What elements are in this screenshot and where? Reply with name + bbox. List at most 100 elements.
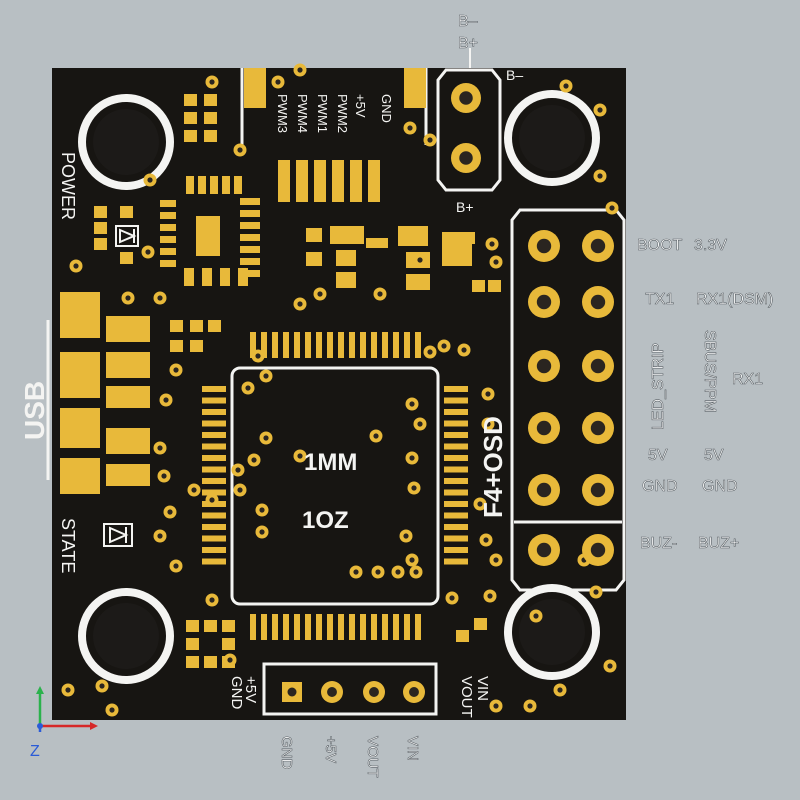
via-icon (417, 421, 423, 427)
smd-pad (208, 320, 221, 332)
smd-pad (330, 226, 364, 244)
via-icon (597, 173, 603, 179)
via-icon (237, 147, 243, 153)
through-hole-pins (282, 83, 614, 703)
via-icon (245, 385, 251, 391)
mount-hole-icon (78, 588, 174, 684)
smd-pad (60, 292, 100, 338)
smd-pad (294, 614, 300, 640)
smd-pad (202, 466, 226, 473)
smd-pad (278, 160, 290, 202)
via-icon (157, 295, 163, 301)
pwm-header-label: PWM1 (315, 94, 330, 133)
smd-pad (106, 464, 150, 486)
via-icon (157, 445, 163, 451)
bottom-header-label: VIN (404, 736, 421, 761)
smd-pad (186, 620, 199, 632)
smd-pad (244, 68, 266, 108)
via-icon (259, 529, 265, 535)
via-icon (209, 497, 215, 503)
smd-pad (444, 466, 468, 473)
via-icon (255, 353, 261, 359)
via-icon (375, 569, 381, 575)
smd-pad (338, 614, 344, 640)
smd-pad (202, 524, 226, 530)
via-icon (489, 241, 495, 247)
smd-pad (398, 226, 428, 246)
via-icon (173, 563, 179, 569)
silk-mcu-line1: 1MM (304, 449, 357, 476)
smd-pad (360, 614, 366, 640)
through-hole-pin (459, 91, 473, 105)
smd-pad (316, 332, 322, 358)
through-hole-pin (590, 542, 606, 558)
via-icon (493, 703, 499, 709)
via-icon (427, 349, 433, 355)
via-icon (533, 613, 539, 619)
via-icon (493, 557, 499, 563)
mount-hole-icon (93, 109, 159, 175)
smd-pad (444, 420, 468, 427)
smd-pad (444, 547, 468, 553)
battery-positive-label: B+ (458, 35, 478, 52)
through-hole-pin (536, 542, 552, 558)
smd-pad (190, 320, 203, 332)
right-header-outline (510, 208, 626, 592)
via-icon (449, 595, 455, 601)
smd-pad (202, 420, 226, 427)
via-icon (477, 501, 483, 507)
smd-pad (338, 332, 344, 358)
mount-hole-icon (504, 90, 600, 186)
smd-pad (305, 332, 311, 358)
smd-pad (202, 489, 226, 496)
through-hole-pin (409, 687, 419, 697)
smd-pad (60, 352, 100, 398)
label-rx1-dsm: RX1(DSM) (696, 291, 773, 308)
smd-pad (360, 332, 366, 358)
label-boot: BOOT (637, 237, 683, 254)
through-hole-pin (536, 358, 552, 374)
via-icon (409, 401, 415, 407)
smd-pad (294, 332, 300, 358)
mount-hole-icon (78, 94, 174, 190)
smd-pad (444, 558, 468, 565)
via-icon (373, 433, 379, 439)
smd-pad (220, 268, 230, 286)
vias (61, 63, 619, 717)
through-hole-pin (369, 687, 379, 697)
through-hole-pin (536, 238, 552, 254)
via-icon (557, 687, 563, 693)
silk-power: POWER (58, 152, 78, 220)
via-icon (593, 589, 599, 595)
smd-pad (382, 332, 388, 358)
label-buz-plus: BUZ+ (698, 535, 739, 552)
smd-pad (240, 198, 260, 205)
smd-pad (306, 228, 322, 242)
via-icon (297, 453, 303, 459)
diode-icon (103, 523, 133, 547)
smd-pad (240, 258, 260, 265)
smd-pad (106, 428, 150, 454)
smd-pad (184, 94, 197, 106)
via-icon (461, 347, 467, 353)
battery-pad-outline (436, 68, 502, 192)
via-icon (161, 473, 167, 479)
smd-pad (350, 160, 362, 202)
via-icon (263, 373, 269, 379)
smd-pad (444, 535, 468, 542)
via-icon (563, 83, 569, 89)
smd-pad (442, 232, 472, 266)
smd-pad (196, 216, 220, 256)
via-icon (353, 569, 359, 575)
smd-pad (240, 222, 260, 229)
smd-pad (272, 332, 278, 358)
label-sbus-ppm: SBUS/PPM (701, 330, 718, 413)
smd-pad (202, 512, 226, 519)
via-icon (73, 263, 79, 269)
smd-pad (202, 397, 226, 404)
label-rx1: RX1 (732, 371, 763, 388)
diode-icon (115, 225, 139, 247)
via-icon (413, 569, 419, 575)
via-icon (407, 125, 413, 131)
smd-pad (202, 268, 212, 286)
